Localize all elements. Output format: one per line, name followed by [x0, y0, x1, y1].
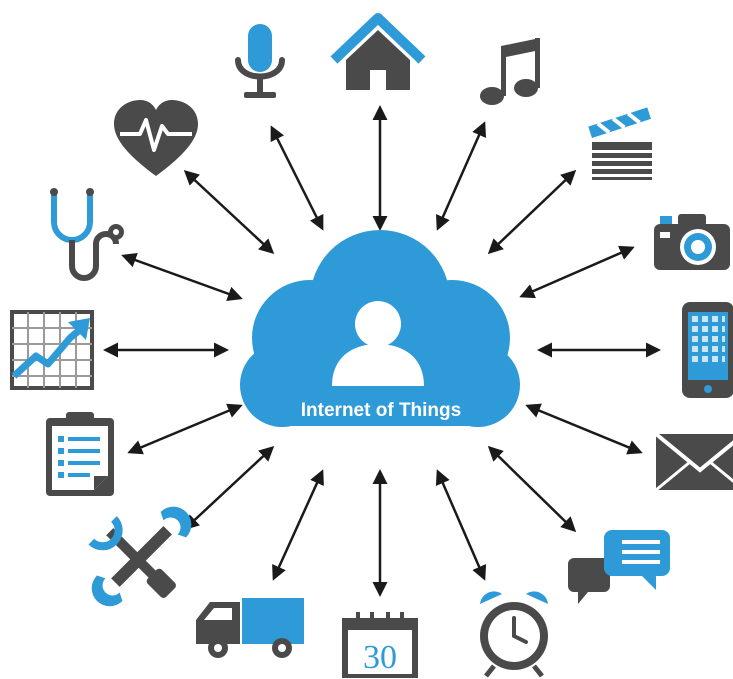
microphone-icon	[235, 24, 285, 98]
envelope-icon	[654, 432, 733, 492]
music-note-icon	[480, 38, 540, 105]
chat-bubbles-icon	[568, 530, 670, 604]
arrow-delivery	[272, 469, 324, 581]
arrow-camera	[519, 245, 635, 299]
arrow-chat	[487, 445, 577, 533]
stethoscope-icon	[50, 188, 124, 281]
clapperboard-icon	[588, 107, 652, 180]
calendar-icon: 30	[342, 612, 418, 678]
camera-icon	[654, 214, 730, 270]
arrow-checklist	[127, 403, 243, 455]
hub-title: Internet of Things	[301, 400, 461, 421]
house-icon	[330, 13, 426, 90]
user-silhouette-icon	[332, 301, 424, 386]
arrow-music	[435, 121, 487, 231]
arrow-video	[487, 169, 577, 255]
growth-chart-icon	[10, 310, 94, 390]
wrench-screwdriver-icon	[88, 506, 192, 607]
iot-cloud-hub: Internet of Things	[240, 230, 520, 427]
clipboard-checklist-icon	[46, 412, 114, 496]
arrow-alarm	[435, 469, 487, 581]
alarm-clock-icon	[480, 591, 548, 678]
delivery-truck-icon	[196, 598, 304, 658]
connector-arrows	[103, 105, 661, 597]
heartbeat-icon	[114, 100, 198, 176]
arrow-email	[525, 403, 643, 455]
smartphone-icon	[682, 302, 733, 398]
calendar-day: 30	[363, 639, 397, 676]
arrow-tools	[183, 445, 275, 531]
arrow-health	[121, 253, 243, 301]
arrow-microphone	[270, 125, 324, 231]
arrow-heart	[183, 169, 275, 255]
